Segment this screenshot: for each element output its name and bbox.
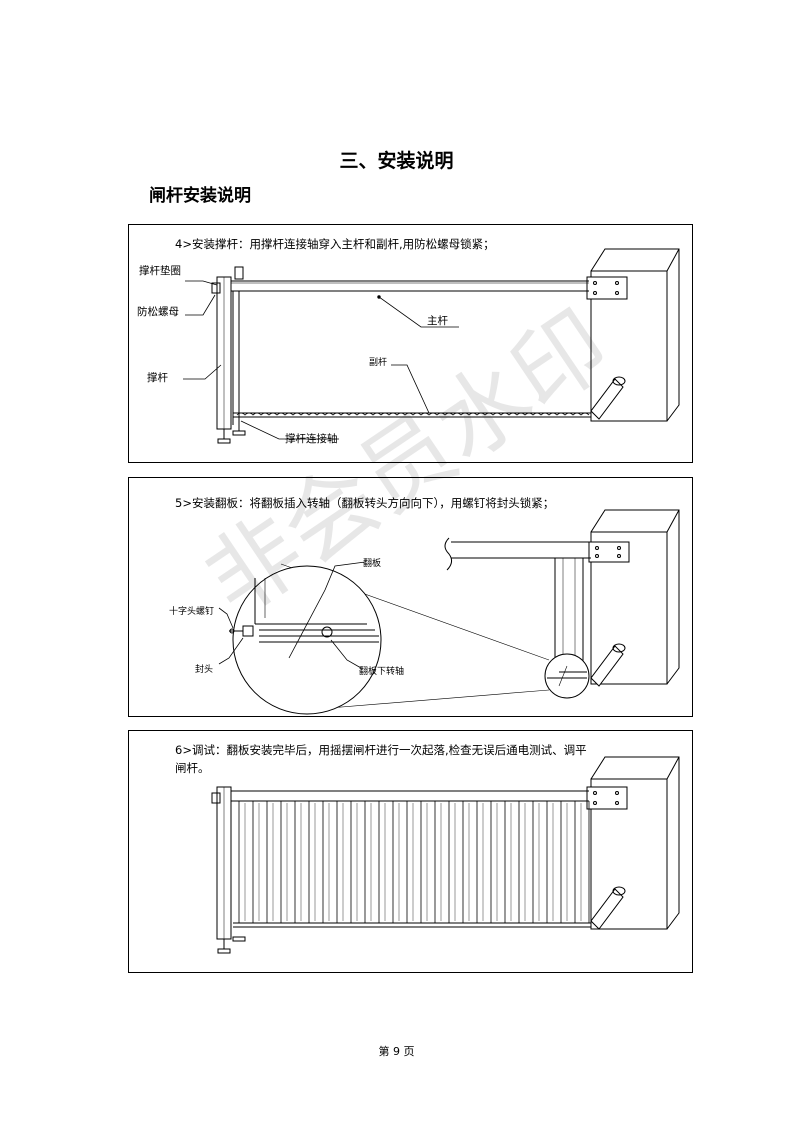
panel-install-flip-board: 5>安装翻板：将翻板插入转轴（翻板转头方向向下），用螺钉将封头锁紧； 翻板 十字… (128, 477, 693, 717)
section-title: 三、安装说明 (339, 150, 454, 172)
label-main-pole: 主杆 (427, 315, 448, 327)
finished-gate-diagram (211, 756, 680, 954)
label-cross-screw: 十字头螺钉 (169, 607, 215, 617)
page-number: 第 9 页 (378, 1045, 415, 1058)
label-sub-pole: 副杆 (369, 358, 388, 368)
step-6-text: 6>调试：翻板安装完毕后，用摇摆闸杆进行一次起落,检查无误后通电测试、调平闸杆。 (175, 743, 587, 775)
label-lock-nut: 防松螺母 (137, 306, 179, 318)
panel-install-strut: 4>安装撑杆：用撑杆连接轴穿入主杆和副杆,用防松螺母锁紧； 撑杆垫圈 防松螺母 … (128, 224, 693, 463)
label-spacer: 撑杆垫圈 (139, 265, 181, 277)
label-strut: 撑杆 (147, 372, 168, 384)
flip-board-installation-diagram (218, 509, 680, 715)
label-end-cap: 封头 (195, 665, 214, 675)
step-5-text: 5>安装翻板：将翻板插入转轴（翻板转头方向向下），用螺钉将封头锁紧； (175, 496, 555, 510)
strut-installation-diagram (183, 248, 680, 444)
label-flip-board: 翻板 (363, 559, 382, 569)
step-4-text: 4>安装撑杆：用撑杆连接轴穿入主杆和副杆,用防松螺母锁紧； (175, 237, 495, 251)
label-lower-axis: 翻板下转轴 (359, 667, 405, 677)
label-connect-axis: 撑杆连接轴 (285, 433, 338, 445)
panel-debug: 6>调试：翻板安装完毕后，用摇摆闸杆进行一次起落,检查无误后通电测试、调平闸杆。 (128, 730, 693, 973)
subsection-title: 闸杆安装说明 (149, 186, 251, 206)
